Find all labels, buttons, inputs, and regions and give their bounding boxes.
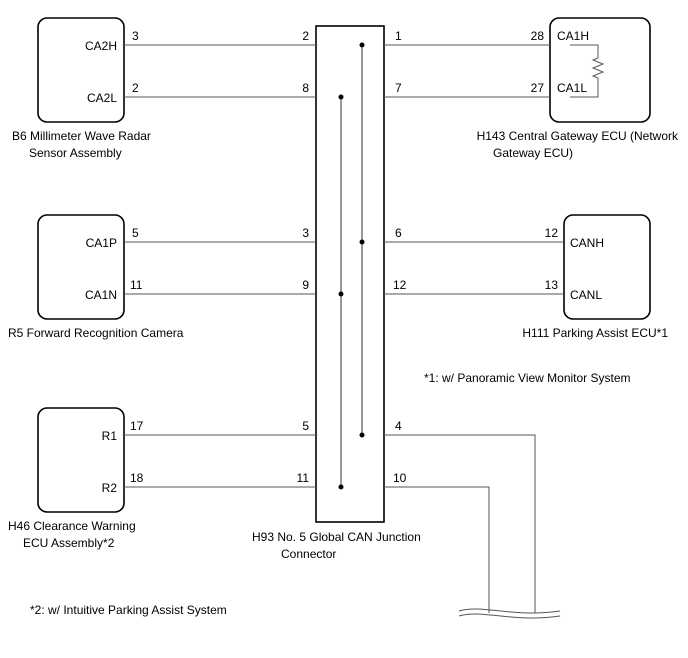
pin-number: 5 — [302, 419, 309, 433]
pin-number: 1 — [395, 29, 402, 43]
h93-junction-connector-box — [315, 25, 385, 523]
h143-label-line1: H143 Central Gateway ECU (Network — [477, 129, 679, 143]
footnote-1: *1: w/ Panoramic View Monitor System — [424, 371, 631, 385]
b6-label-line2: Sensor Assembly — [29, 146, 122, 160]
r5-pin-ca1p: CA1P — [86, 236, 117, 250]
pin-number: 12 — [393, 278, 407, 292]
pin-number: 13 — [545, 278, 559, 292]
wire-break-symbol — [458, 608, 561, 614]
pin-number: 5 — [132, 226, 139, 240]
h111-pin-canh: CANH — [570, 236, 604, 250]
h143-pin-ca1l: CA1L — [557, 81, 587, 95]
pin-number: 18 — [130, 471, 144, 485]
h93-label-line2: Connector — [281, 547, 336, 561]
pin-number: 11 — [297, 471, 310, 485]
b6-pin-ca2h: CA2H — [85, 39, 117, 53]
pin-number: 6 — [395, 226, 402, 240]
h46-clearance-ecu-box — [37, 407, 125, 513]
h46-pin-r1: R1 — [102, 429, 118, 443]
h93-label-line1: H93 No. 5 Global CAN Junction — [252, 530, 421, 544]
pin-number: 8 — [302, 81, 309, 95]
junction-dot — [338, 94, 344, 100]
h111-label-line1: H111 Parking Assist ECU*1 — [522, 326, 668, 340]
junction-dot — [338, 291, 344, 297]
pin-number: 2 — [302, 29, 309, 43]
pin-number: 9 — [302, 278, 309, 292]
r5-label-line1: R5 Forward Recognition Camera — [8, 326, 184, 340]
r5-camera-box — [37, 214, 125, 320]
b6-radar-sensor-box — [37, 17, 125, 123]
junction-dot — [359, 42, 365, 48]
wire-pin10-out — [384, 486, 490, 613]
junction-dot — [359, 239, 365, 245]
junction-dot — [338, 484, 344, 490]
b6-label-line1: B6 Millimeter Wave Radar — [12, 129, 151, 143]
b6-pin-ca2l: CA2L — [87, 91, 117, 105]
h111-pin-canl: CANL — [570, 288, 602, 302]
footnote-2: *2: w/ Intuitive Parking Assist System — [30, 603, 227, 617]
pin-number: 12 — [545, 226, 559, 240]
h143-central-gateway-box — [549, 17, 651, 123]
pin-number: 3 — [132, 29, 139, 43]
h143-pin-ca1h: CA1H — [557, 29, 589, 43]
pin-number: 28 — [531, 29, 545, 43]
pin-number: 2 — [132, 81, 139, 95]
wire-pin4-out — [384, 434, 536, 613]
h46-label-line2: ECU Assembly*2 — [23, 536, 115, 550]
h46-pin-r2: R2 — [102, 481, 118, 495]
junction-dot — [359, 432, 365, 438]
pin-number: 4 — [395, 419, 402, 433]
pin-number: 3 — [302, 226, 309, 240]
h46-label-line1: H46 Clearance Warning — [8, 519, 136, 533]
gateway-resistor-wiring — [570, 44, 605, 98]
h143-label-line2: Gateway ECU) — [493, 146, 573, 160]
pin-number: 17 — [130, 419, 144, 433]
r5-pin-ca1n: CA1N — [85, 288, 117, 302]
pin-number: 27 — [531, 81, 545, 95]
h111-parking-assist-box — [563, 214, 651, 320]
wire-break-symbol-2 — [458, 613, 561, 619]
pin-number: 11 — [130, 278, 143, 292]
pin-number: 10 — [393, 471, 407, 485]
pin-number: 7 — [395, 81, 402, 95]
